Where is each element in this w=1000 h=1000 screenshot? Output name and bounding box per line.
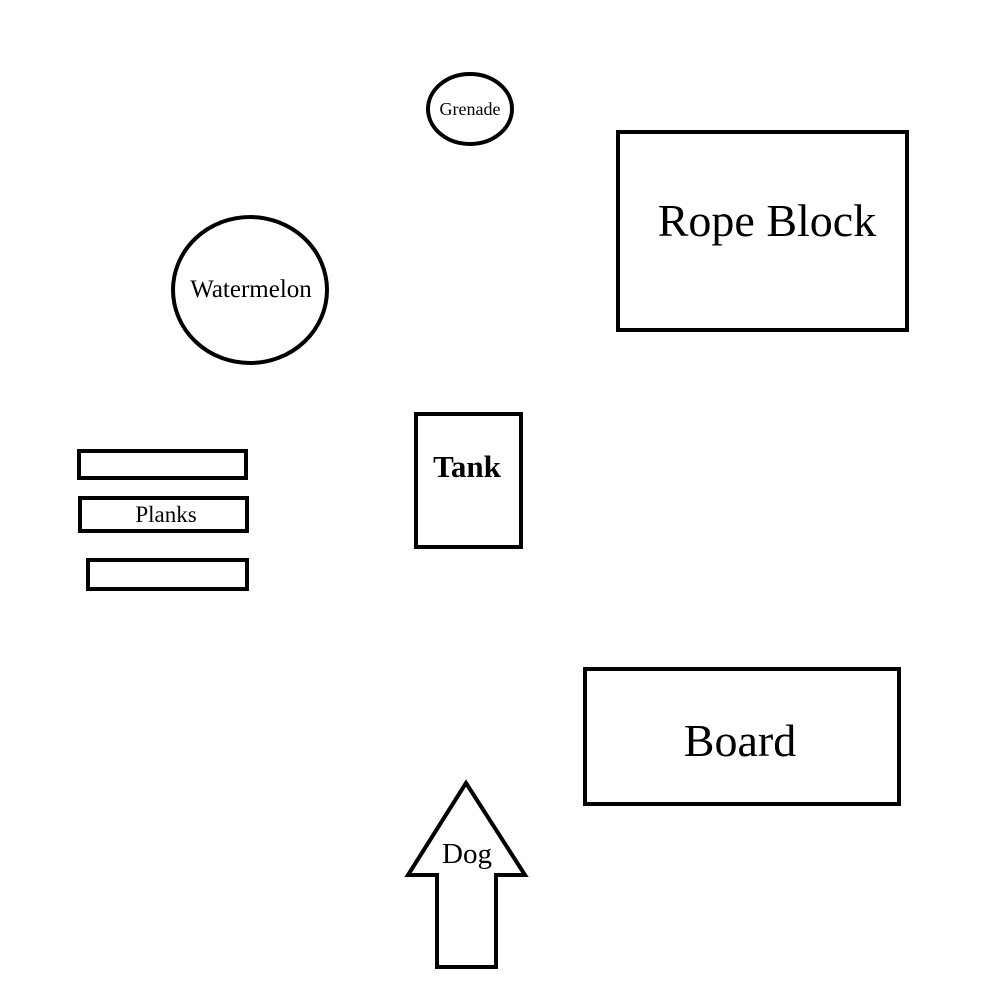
- grenade-label: Grenade: [440, 99, 501, 119]
- plank-bottom-shape: [86, 558, 249, 591]
- grenade-node: Grenade: [426, 72, 514, 146]
- plank-middle-shape: [78, 496, 249, 533]
- watermelon-shape: [171, 215, 329, 365]
- watermelon-label: Watermelon: [190, 276, 312, 303]
- board-node: Board: [583, 667, 901, 806]
- watermelon-node: Watermelon: [171, 215, 329, 365]
- board-shape: [583, 667, 901, 806]
- rope-block-shape: [616, 130, 909, 332]
- dog-label: Dog: [442, 838, 492, 870]
- rope-block-label: Rope Block: [658, 195, 876, 246]
- dog-arrow-shape: [404, 779, 529, 969]
- grenade-shape: [426, 72, 514, 146]
- board-label: Board: [684, 715, 796, 766]
- rope-block-node: Rope Block: [616, 130, 909, 332]
- planks-node: Planks: [77, 449, 249, 591]
- dog-node: Dog: [404, 779, 529, 969]
- planks-label: Planks: [135, 502, 196, 527]
- tank-shape: [414, 412, 523, 549]
- tank-label: Tank: [433, 449, 502, 484]
- plank-top-shape: [77, 449, 248, 480]
- tank-node: Tank: [414, 412, 523, 549]
